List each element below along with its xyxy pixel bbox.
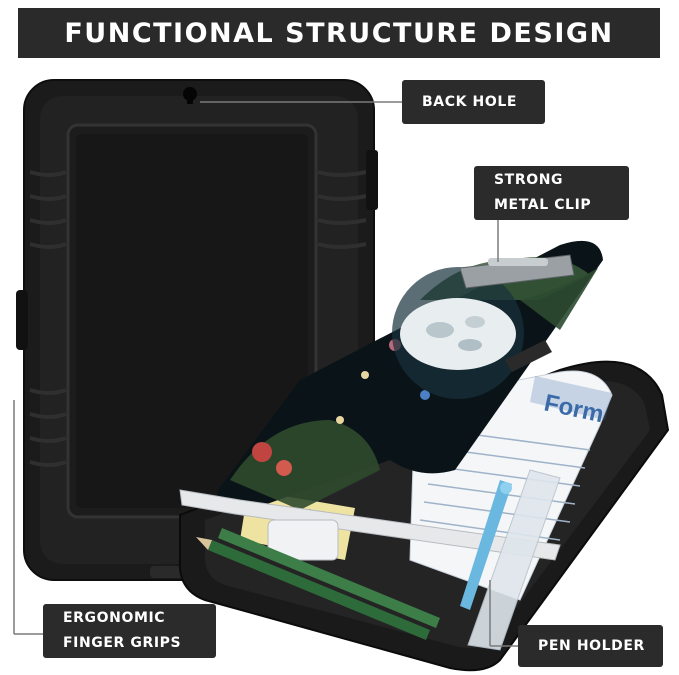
- metal-clip-icon: [459, 254, 575, 289]
- callout-pen-holder: PEN HOLDER: [518, 625, 663, 667]
- moon-icon: [392, 267, 524, 399]
- side-latch-icon: [16, 290, 28, 350]
- banner-title: FUNCTIONAL STRUCTURE DESIGN: [64, 17, 614, 49]
- back-hole-icon: [183, 87, 197, 104]
- callout-strong-metal-clip-line-2: METAL CLIP: [494, 197, 592, 213]
- callout-finger-grips-line-2: FINGER GRIPS: [63, 635, 182, 651]
- lid-artwork: [216, 240, 603, 513]
- pen-holder: [460, 469, 561, 651]
- callout-strong-metal-clip: STRONG METAL CLIP: [474, 166, 629, 220]
- clipboard-open-view: Form Remember the book: [178, 240, 670, 672]
- callout-pen-holder-line-1: PEN HOLDER: [538, 637, 645, 654]
- callout-ergonomic-finger-grips: ERGONOMIC FINGER GRIPS: [43, 604, 216, 658]
- callout-strong-metal-clip-line-1: STRONG: [494, 172, 564, 188]
- pencils-icon: [196, 528, 440, 640]
- tray-latch-icon: [267, 519, 339, 561]
- finger-grips-left-icon: [29, 170, 67, 467]
- title-banner: FUNCTIONAL STRUCTURE DESIGN: [18, 8, 660, 58]
- callout-finger-grips-line-1: ERGONOMIC: [63, 610, 166, 626]
- side-clasp-icon: [366, 150, 378, 210]
- callout-back-hole: BACK HOLE: [402, 80, 545, 124]
- callout-back-hole-line-1: BACK HOLE: [422, 93, 518, 110]
- clipboard-back-view: [16, 79, 378, 581]
